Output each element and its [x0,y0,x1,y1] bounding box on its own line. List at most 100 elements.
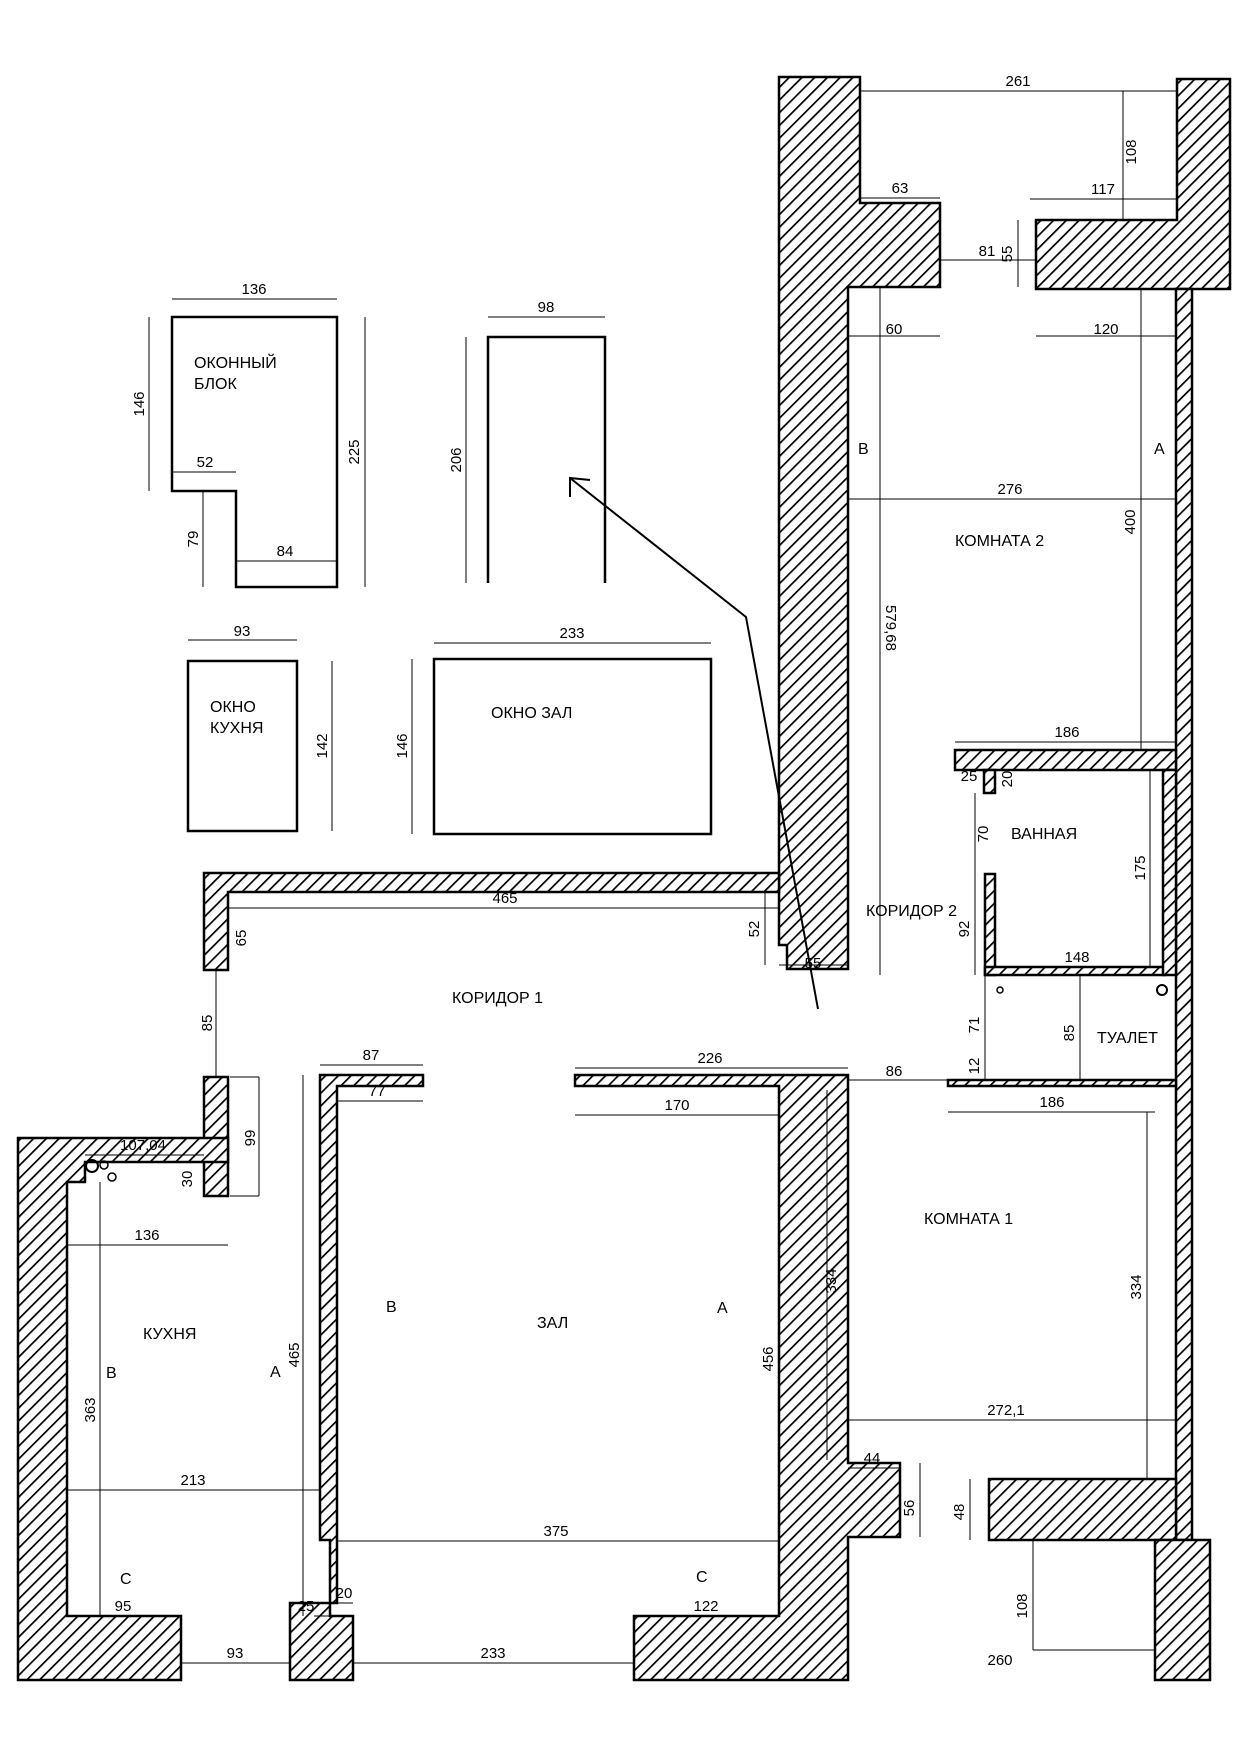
kitchen-window-label: ОКНО [210,699,256,716]
wall-bathroom-west [983,872,997,977]
dim-456: 456 [760,1346,777,1371]
dim-20: 20 [999,771,1016,788]
wall-bathroom-east [1161,768,1178,977]
dim-window-142: 142 [314,733,331,758]
dim-48: 48 [951,1504,968,1521]
dim-136-kitchen: 136 [134,1227,159,1244]
dim-226: 226 [697,1050,722,1067]
kitchen-window-outline [186,659,299,833]
dim-70: 70 [975,826,992,843]
dim-52: 52 [746,921,763,938]
dim-window-52: 52 [197,454,214,471]
dim-30: 30 [179,1171,196,1188]
dim-120: 120 [1093,321,1118,338]
dim-window-98: 98 [538,299,555,316]
room-label-corridor2: КОРИДОР 2 [866,903,957,920]
dim-65: 65 [233,930,250,947]
wall-mark-c: C [120,1571,132,1588]
dim-55: 55 [999,246,1016,263]
dim-117: 117 [1091,181,1115,198]
wall-mark-c: C [696,1569,708,1586]
dim-60: 60 [886,321,903,338]
wall-bathroom-top [953,748,1178,772]
dim-window-225: 225 [346,439,363,464]
dim-107-04: 107,04 [120,1137,166,1154]
dim-window-146: 146 [131,391,148,416]
window-arrow-line [569,477,819,1010]
room-labels: ОКОННЫЙ БЛОК ОКНО КУХНЯ ОКНО ЗАЛ КОМНАТА… [106,353,1165,1588]
room-label-kitchen: КУХНЯ [143,1326,196,1343]
wall-room2-west [777,75,942,971]
room-label-room2: КОМНАТА 2 [955,533,1044,550]
dim-87: 87 [363,1047,380,1064]
dim-44: 44 [864,1450,881,1467]
wall-corridor1-top [202,871,781,972]
wall-mark-a: A [1154,441,1165,458]
walls [16,75,1232,1682]
wall-mark-a: A [270,1364,281,1381]
room-label-room1: КОМНАТА 1 [924,1211,1013,1228]
dim-window-233: 233 [559,625,584,642]
window-block-label: БЛОК [194,376,237,393]
dim-55-corridor: 55 [805,955,822,972]
dim-233-hall: 233 [480,1645,505,1662]
dim-86: 86 [886,1063,903,1080]
bathroom-drain-icon [1156,984,1168,996]
dim-85-toilet: 85 [1061,1025,1078,1042]
dim-window-93: 93 [234,623,251,640]
window-block-label: ОКОННЫЙ [194,353,277,372]
kitchen-pipe-icon [99,1160,109,1170]
dim-window-146b: 146 [394,733,411,758]
dim-99: 99 [242,1130,259,1147]
dim-465-corridor: 465 [492,890,517,907]
dim-77: 77 [369,1083,386,1100]
room-label-corridor1: КОРИДОР 1 [452,990,543,1007]
room-label-hall: ЗАЛ [537,1315,568,1332]
dim-20-hall: 20 [336,1585,353,1602]
window-arrow-head [569,476,591,497]
dim-window-136: 136 [241,281,266,298]
dim-260: 260 [987,1652,1012,1669]
room-label-toilet: ТУАЛЕТ [1097,1030,1158,1047]
wall-hall-west [288,1073,425,1682]
dim-window-206: 206 [448,447,465,472]
dim-272-1: 272,1 [987,1402,1025,1419]
room-label-bathroom: ВАННАЯ [1011,826,1077,843]
dimension-labels: 261 108 63 117 81 55 60 120 276 400 579,… [82,73,1149,1669]
dim-170: 170 [664,1097,689,1114]
dim-363: 363 [82,1397,99,1422]
dim-261: 261 [1005,73,1030,90]
dim-108: 108 [1123,139,1140,164]
dim-122: 122 [693,1598,718,1615]
dim-92: 92 [956,921,973,938]
wall-mark-b: B [386,1299,397,1316]
wall-southeast [1153,1538,1212,1682]
wall-hall-east [573,1073,902,1682]
hall-window-label: ОКНО ЗАЛ [491,705,572,722]
wall-room2-east [1034,77,1232,291]
dim-95: 95 [115,1598,132,1615]
dim-56: 56 [901,1500,918,1517]
wall-kitchen-nib [202,1075,230,1198]
kitchen-window-label: КУХНЯ [210,720,263,737]
dim-465-hall: 465 [286,1342,303,1367]
dim-93: 93 [227,1645,244,1662]
dim-375: 375 [543,1523,568,1540]
hall-window-outline [432,657,713,836]
dim-85-corridor: 85 [199,1015,216,1032]
dim-108-bottom: 108 [1014,1593,1031,1618]
kitchen-pipe-icon [85,1159,99,1173]
dim-25-hall: 25 [298,1598,315,1615]
wall-toilet-bottom [946,1078,1178,1088]
dim-334-wall: 334 [823,1268,840,1293]
wall-bathroom-bottom [983,965,1167,977]
dimension-lines [67,90,1177,1664]
dim-25: 25 [961,768,978,785]
dim-window-84: 84 [277,543,294,560]
dim-63: 63 [892,180,909,197]
window-block-outline [170,315,339,589]
dim-276: 276 [997,481,1022,498]
kitchen-pipe-icon [107,1172,117,1182]
wall-bathroom-nib [982,768,997,795]
